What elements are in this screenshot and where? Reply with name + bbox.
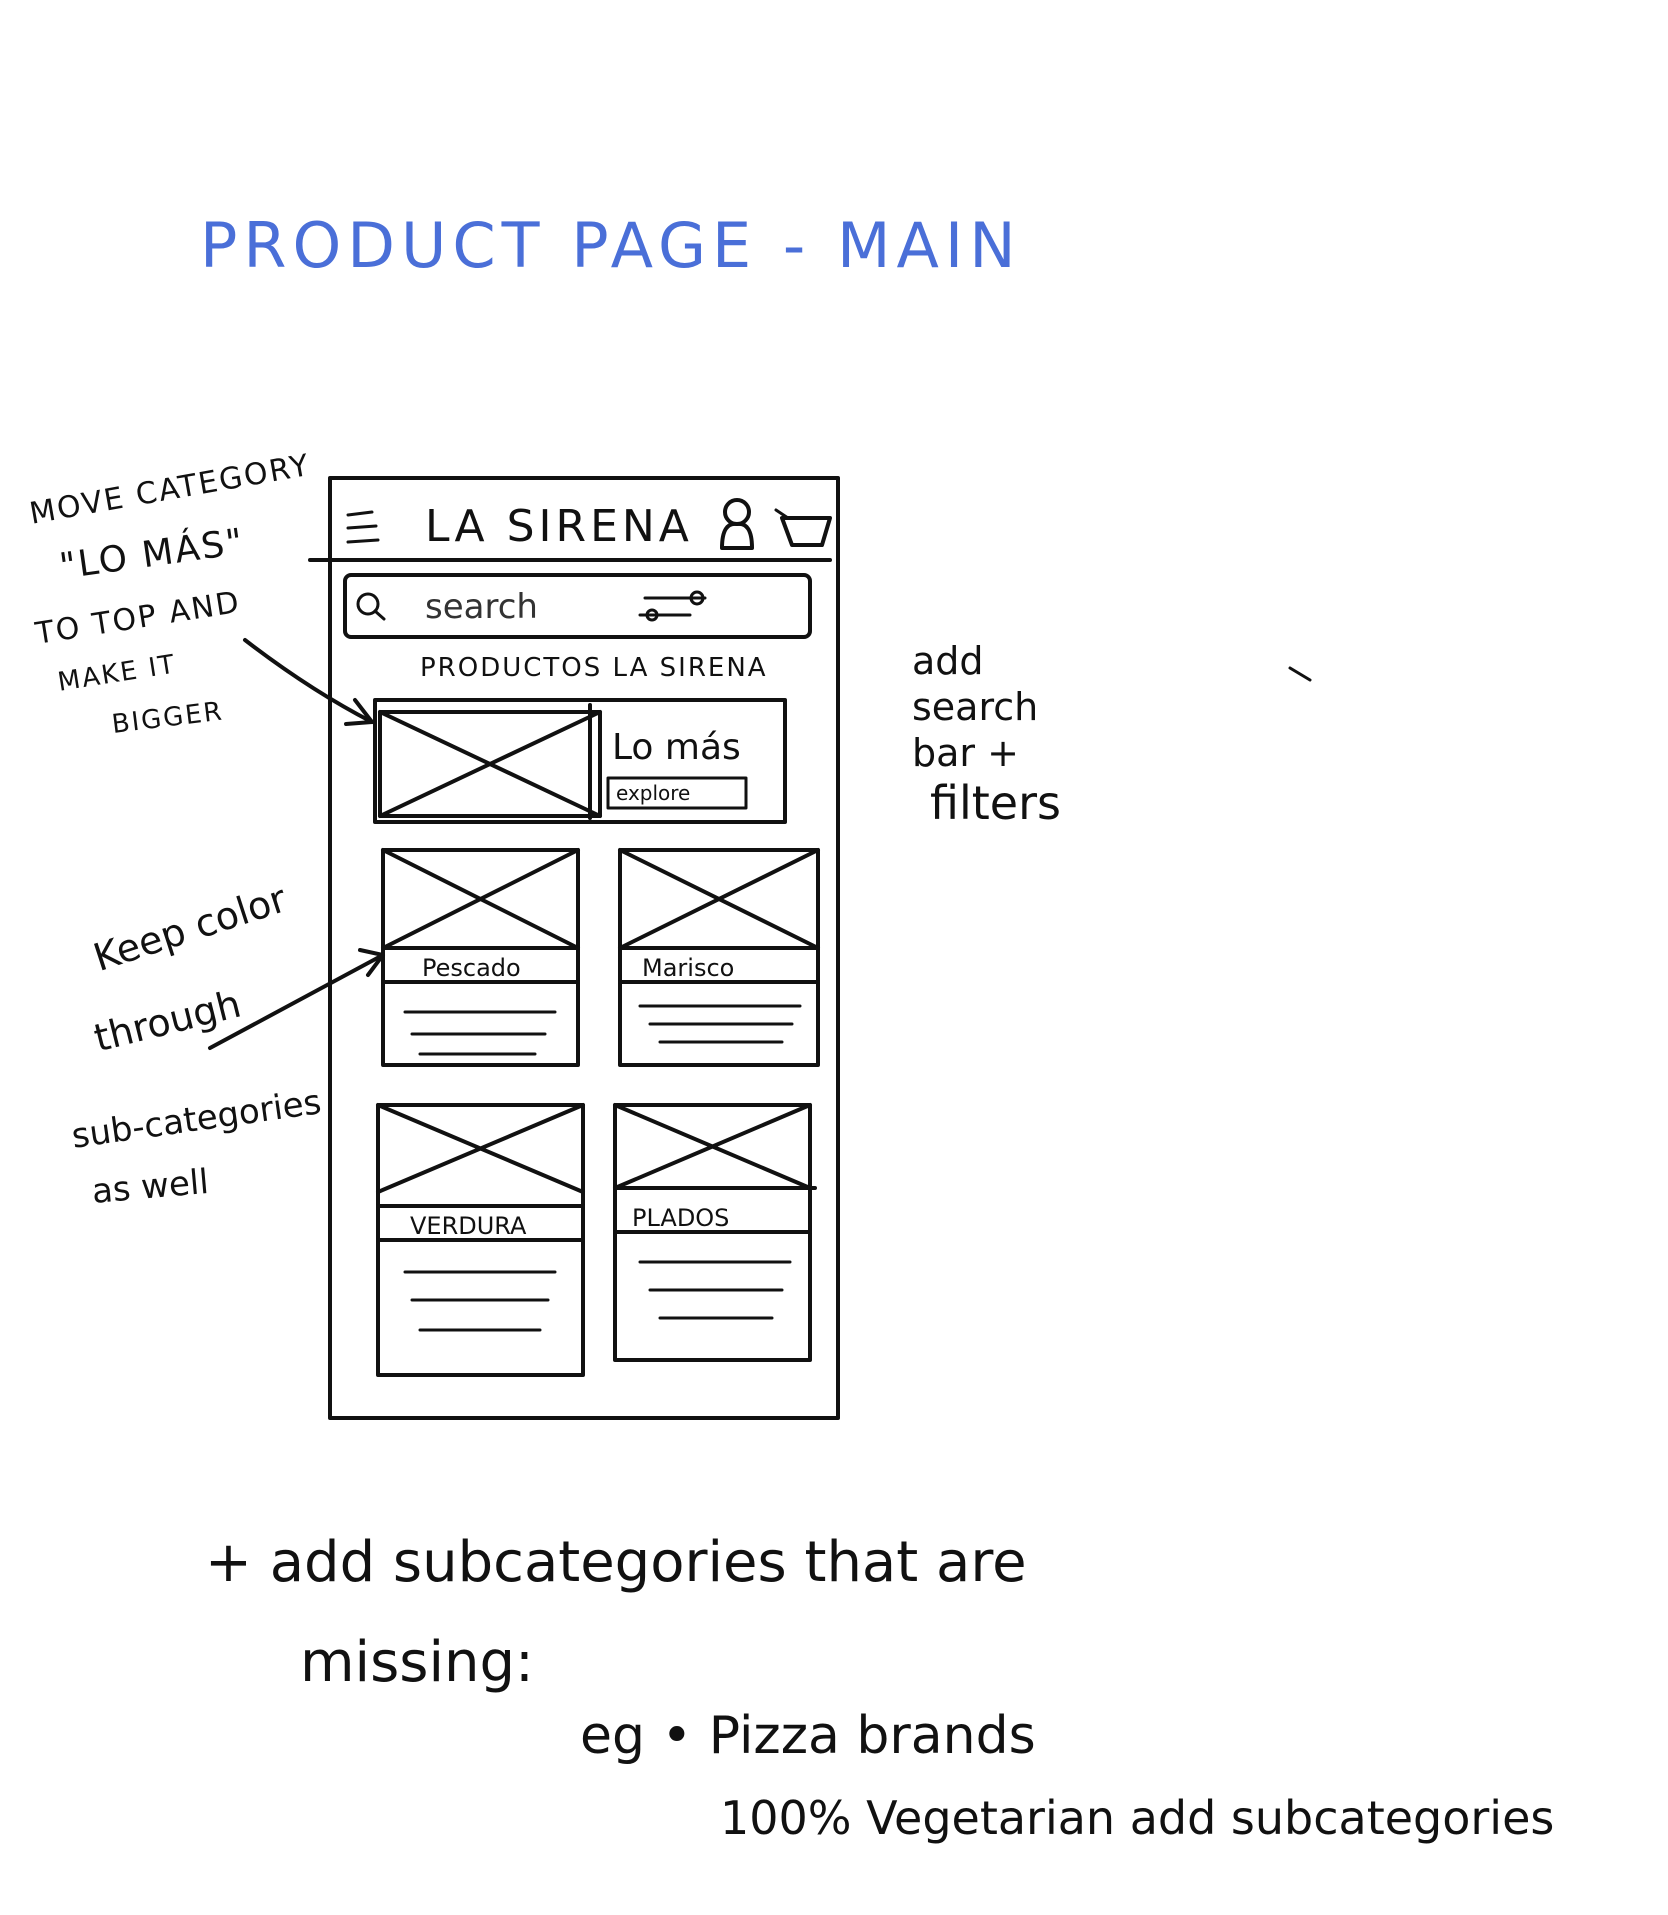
category-card-3[interactable] bbox=[376, 1103, 585, 1377]
annotation-missing-line-1: + add subcategories that are bbox=[205, 1530, 1027, 1595]
annotation-missing-line-2: missing: bbox=[300, 1630, 534, 1695]
move-category-arrow bbox=[243, 638, 374, 726]
brand-label: LA SIRENA bbox=[425, 501, 693, 552]
filter-slider-icon[interactable] bbox=[638, 590, 707, 622]
featured-card[interactable] bbox=[373, 698, 787, 824]
annotation-add-search-line-1: add bbox=[912, 639, 984, 683]
explore-button-frame[interactable] bbox=[606, 776, 748, 810]
category-label-4: PLADOS bbox=[632, 1204, 730, 1232]
annotation-missing-line-4: 100% Vegetarian add subcategories bbox=[720, 1791, 1555, 1845]
explore-button[interactable]: explore bbox=[616, 781, 691, 805]
featured-image-placeholder bbox=[378, 710, 602, 818]
category-label-2: Marisco bbox=[642, 954, 735, 982]
category-card-2[interactable] bbox=[618, 848, 820, 1067]
stray-mark bbox=[1288, 666, 1312, 682]
category-label-3: VERDURA bbox=[410, 1212, 527, 1240]
keep-color-arrow bbox=[208, 948, 385, 1050]
phone-frame bbox=[328, 476, 840, 1420]
annotation-add-search-line-4: filters bbox=[930, 776, 1061, 830]
annotation-add-search-line-3: bar + bbox=[912, 731, 1019, 775]
search-input[interactable]: search bbox=[425, 587, 538, 627]
annotation-missing-line-3: eg • Pizza brands bbox=[580, 1706, 1036, 1766]
annotation-add-search-line-2: search bbox=[912, 685, 1039, 729]
cart-icon[interactable] bbox=[774, 508, 832, 547]
search-bar[interactable] bbox=[343, 573, 812, 639]
user-icon[interactable] bbox=[720, 498, 754, 550]
section-title: PRODUCTOS LA SIRENA bbox=[420, 653, 768, 683]
category-label-1: Pescado bbox=[422, 954, 521, 982]
search-icon[interactable] bbox=[356, 592, 386, 621]
featured-label: Lo más bbox=[612, 727, 741, 768]
category-card-4[interactable] bbox=[613, 1103, 817, 1362]
page-title: PRODUCT PAGE - MAIN bbox=[200, 209, 1022, 282]
hamburger-icon[interactable] bbox=[346, 510, 380, 544]
